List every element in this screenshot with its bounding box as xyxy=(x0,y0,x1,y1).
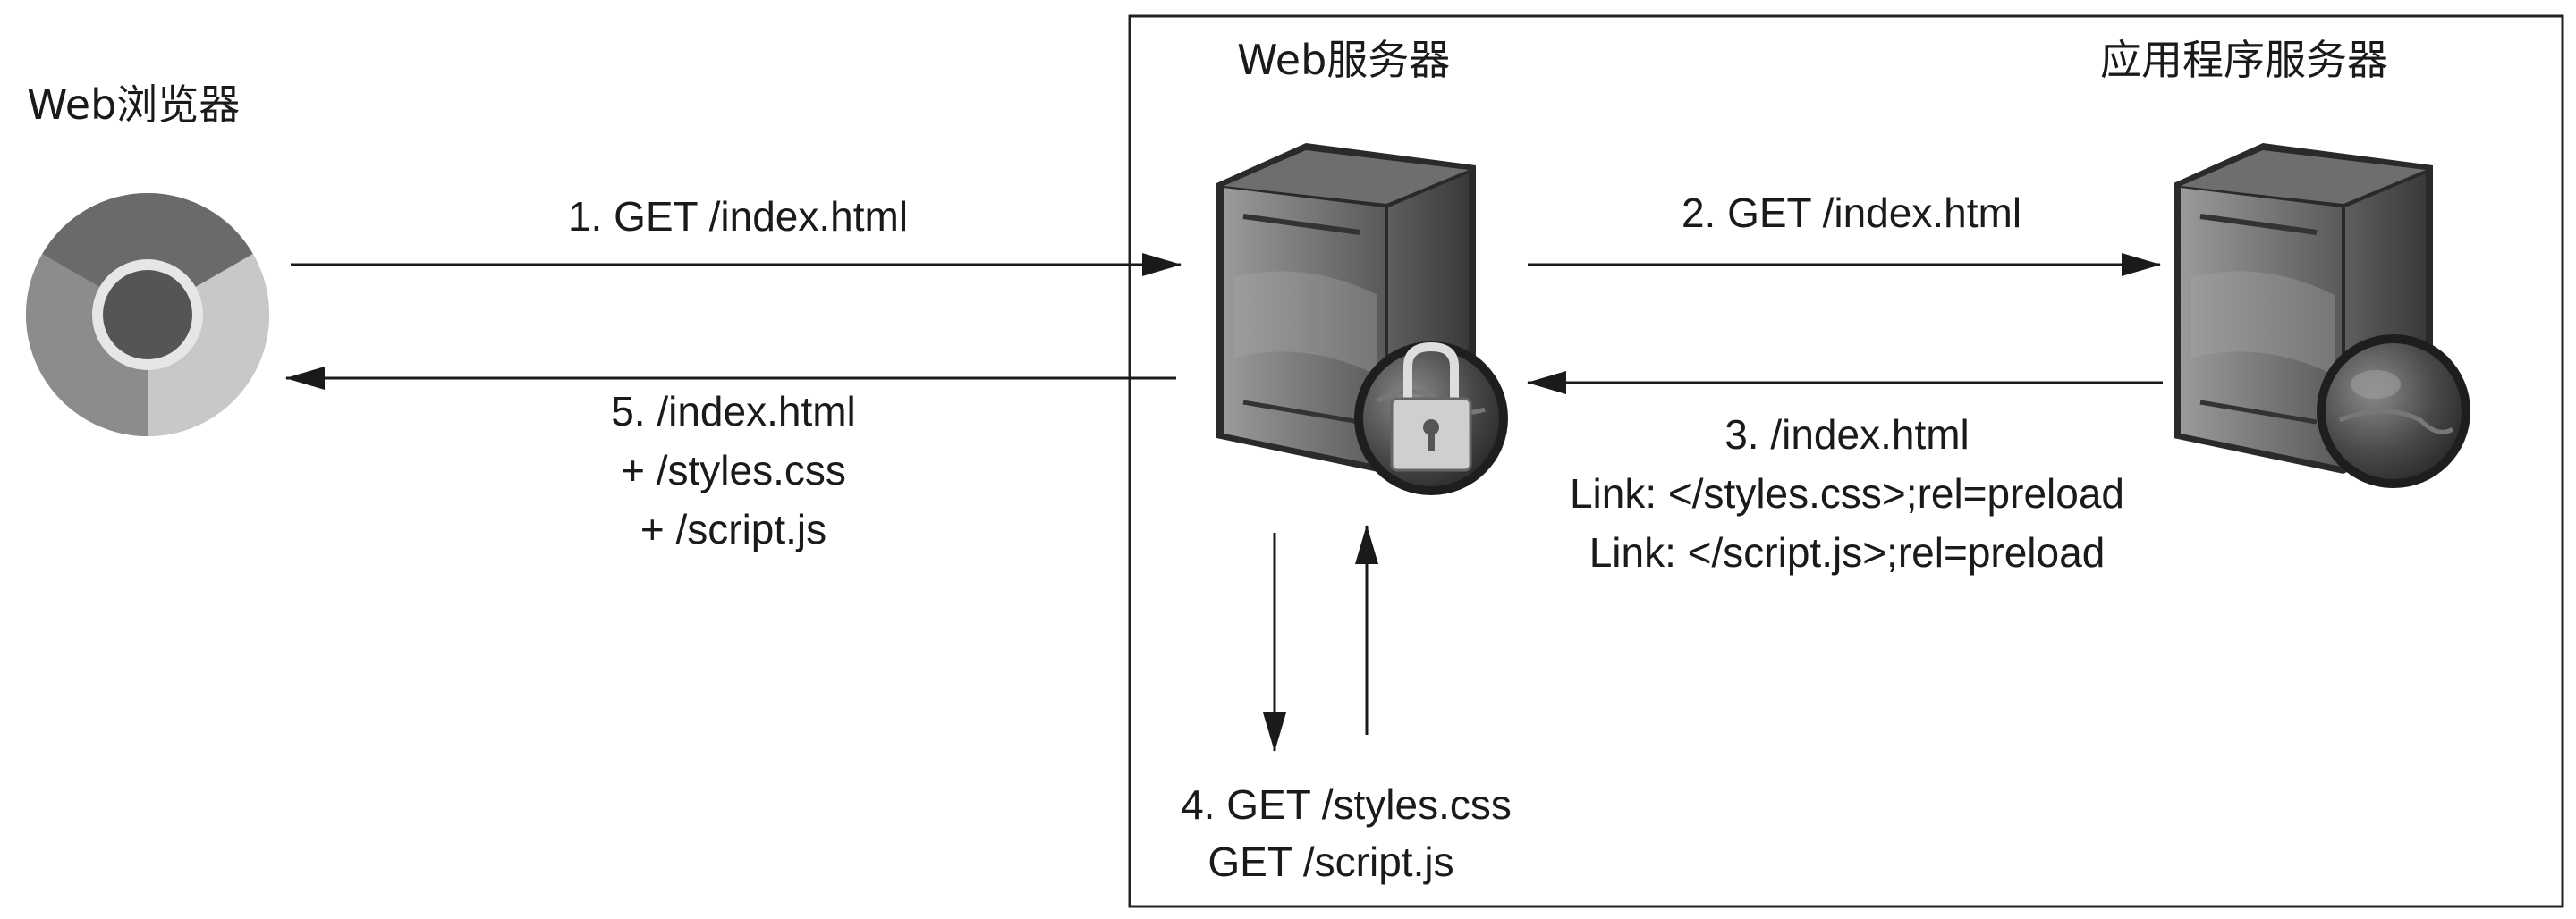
lock-icon xyxy=(1390,341,1472,472)
step4-line1: 4. GET /styles.css xyxy=(1181,781,1512,828)
web-server-label: Web服务器 xyxy=(1237,36,1450,84)
step3-line1: 3. /index.html xyxy=(1724,411,1970,458)
server-zone-box xyxy=(1128,14,2564,908)
step4-line2: GET /script.js xyxy=(1208,839,1453,885)
step5-line3: + /script.js xyxy=(640,506,826,552)
browser-label: Web浏览器 xyxy=(27,80,240,129)
chrome-browser-icon xyxy=(25,192,270,436)
step2-label: 2. GET /index.html xyxy=(1682,190,2021,236)
app-server-label: 应用程序服务器 xyxy=(2100,36,2388,84)
step5-line1: 5. /index.html xyxy=(611,388,856,434)
step3-line3: Link: </script.js>;rel=preload xyxy=(1589,529,2106,576)
step3-line2: Link: </styles.css>;rel=preload xyxy=(1570,470,2124,517)
step1-label: 1. GET /index.html xyxy=(568,193,908,240)
globe-badge xyxy=(2317,334,2470,488)
step5-line2: + /styles.css xyxy=(621,447,846,493)
